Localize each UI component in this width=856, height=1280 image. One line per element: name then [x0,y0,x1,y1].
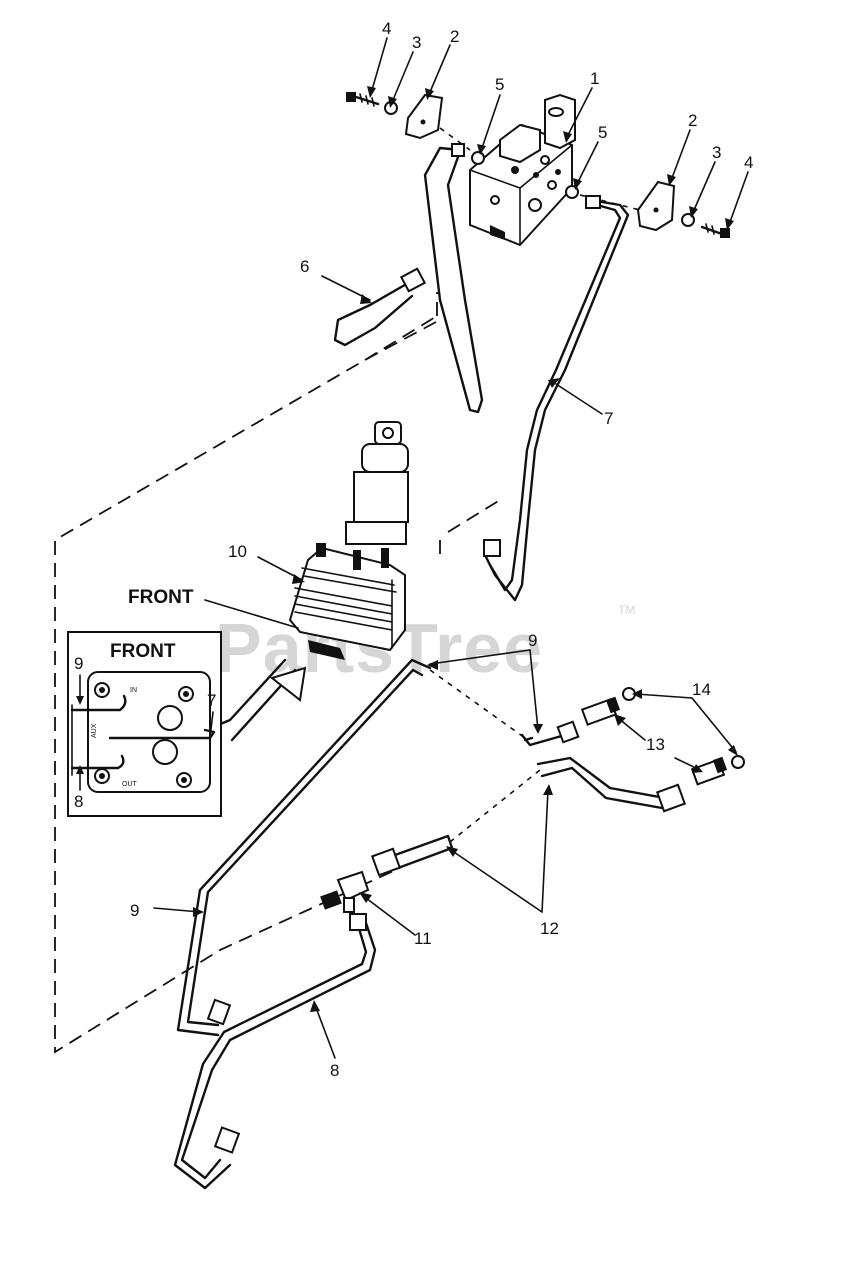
callout-5-right: 5 [598,123,607,142]
inset-port-in: IN [130,687,137,694]
callout-13: 13 [646,735,665,754]
callout-inset-8: 8 [74,792,83,811]
callout-2-right: 2 [688,111,697,130]
adapter-13 [580,696,728,786]
screw-left [346,92,380,107]
oring-left [471,151,485,165]
callout-3-left: 3 [412,33,421,52]
oring-14-lower [731,755,745,769]
screw-right [700,223,730,238]
tube-9 [176,658,580,1037]
bracket-right [636,180,676,232]
inset-callouts: 9 8 7 [74,654,216,811]
callout-4-left: 4 [382,19,391,38]
callout-7: 7 [604,409,613,428]
callout-numbers: 4 3 2 5 1 5 2 3 4 6 7 10 9 14 13 12 11 9… [130,19,753,1080]
leader-lines [153,37,749,1059]
dashed-mount-outline [54,292,501,1054]
callout-10: 10 [228,542,247,561]
callout-inset-9: 9 [74,654,83,673]
front-label: FRONT [128,587,194,608]
callout-6: 6 [300,257,309,276]
hose-centerline [449,769,541,843]
callout-9-upper: 9 [528,631,537,650]
callout-8: 8 [330,1061,339,1080]
watermark-trademark: TM [618,603,635,617]
callout-9-lower: 9 [130,901,139,920]
callout-2-left: 2 [450,27,459,46]
tube-6 [333,143,484,414]
valve-body-1 [469,93,576,247]
hose-12 [370,756,687,877]
inset-port-out: OUT [122,781,138,788]
callout-4-right: 4 [744,153,753,172]
tube-8 [173,913,377,1190]
tube-9-centerline [429,669,526,739]
bracket-left [404,93,444,140]
front-view-inset: FRONT IN OUT AUX [67,631,222,817]
watermark: PartsTree TM [215,603,635,687]
tee-fitting-11 [320,870,370,913]
inset-port-aux: AUX [91,723,98,738]
callout-14: 14 [692,680,711,699]
control-valve-10 [288,421,409,660]
callout-1: 1 [590,69,599,88]
tube-7 [483,195,630,602]
callout-12: 12 [540,919,559,938]
inset-title: FRONT [110,641,176,662]
callout-5-left: 5 [495,75,504,94]
callout-11: 11 [414,929,432,948]
callout-inset-7: 7 [207,691,216,710]
callout-3-right: 3 [712,143,721,162]
front-pointer-line [204,599,299,629]
